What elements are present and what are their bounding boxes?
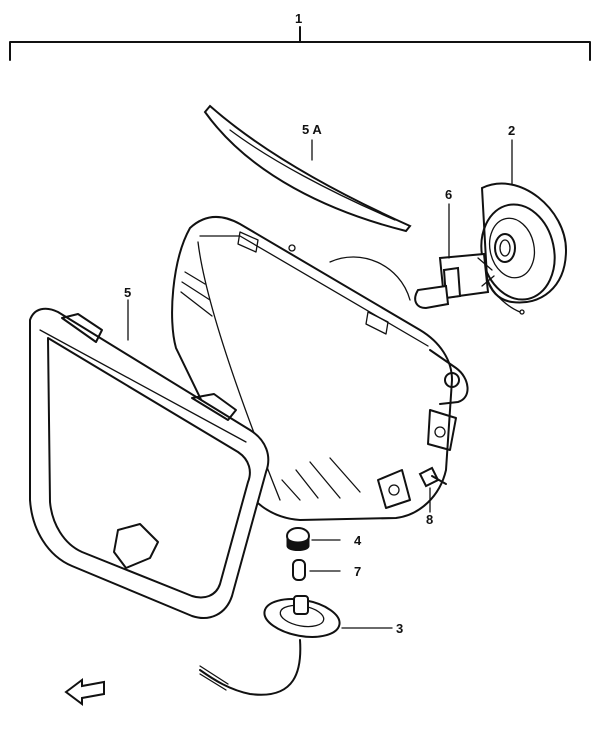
forward-arrow-icon bbox=[64, 678, 105, 706]
callout-2: 2 bbox=[508, 123, 516, 138]
callout-3: 3 bbox=[396, 621, 404, 636]
part-5-headlight-rim bbox=[29, 299, 270, 619]
callout-5: 5 bbox=[124, 285, 132, 300]
part-6-bulb bbox=[414, 203, 495, 310]
assembly-bracket bbox=[9, 26, 591, 61]
part-5a-lens-cover bbox=[203, 104, 412, 233]
callout-6: 6 bbox=[445, 187, 453, 202]
part-7-position-bulb bbox=[292, 559, 341, 581]
part-8-screw bbox=[418, 466, 447, 513]
callout-5a: 5 A bbox=[302, 122, 322, 137]
callout-7: 7 bbox=[354, 564, 362, 579]
callout-4: 4 bbox=[354, 533, 362, 548]
part-4-grommet bbox=[286, 527, 341, 551]
part-2-socket-cover bbox=[480, 139, 568, 315]
part-3-socket-wire bbox=[199, 595, 393, 696]
callout-8: 8 bbox=[426, 512, 434, 527]
callout-1: 1 bbox=[295, 11, 303, 26]
